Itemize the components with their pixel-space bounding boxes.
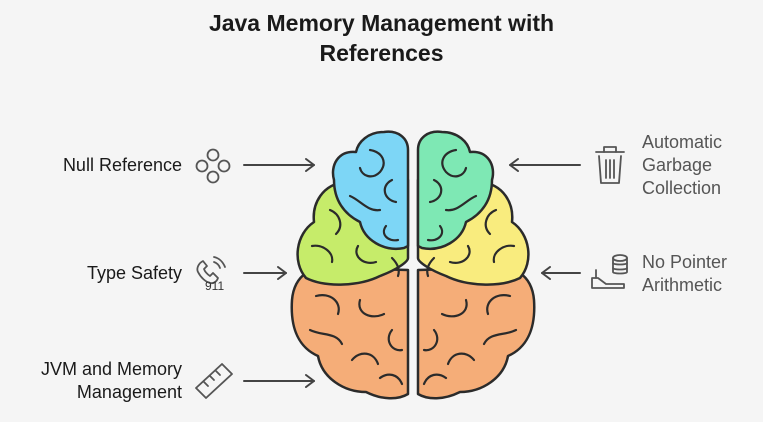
ruler-icon [195, 363, 233, 399]
arrow-jvm-memory [243, 374, 315, 388]
label-null-reference: Null Reference [62, 155, 182, 175]
arrow-type-safety [243, 266, 287, 280]
arrow-garbage-collection [509, 158, 581, 172]
title-line-2: References [319, 40, 444, 66]
coin-stack-hand-icon [591, 254, 628, 289]
trash-icon [595, 146, 625, 184]
brain-right-orange-lobe [416, 265, 536, 400]
phone-911-icon-text: 911 [205, 279, 224, 293]
brain-left-blue-lobe [331, 130, 410, 251]
label-no-pointer-arithmetic: No Pointer Arithmetic [642, 252, 728, 295]
nodes-icon [195, 148, 231, 184]
label-jvm-memory-management: JVM and Memory Management [40, 359, 182, 402]
title-line-1: Java Memory Management with [208, 10, 555, 36]
arrow-null-reference [243, 158, 315, 172]
label-automatic-garbage-collection: Automatic Garbage Collection [642, 132, 723, 198]
arrow-no-pointer [541, 266, 581, 280]
page-title: Java Memory Management with References [0, 8, 763, 68]
brain-left-orange-lobe [290, 265, 410, 400]
phone-911-icon [196, 256, 226, 285]
brain-right-teal-lobe [416, 130, 495, 251]
label-type-safety: Type Safety [86, 263, 182, 283]
